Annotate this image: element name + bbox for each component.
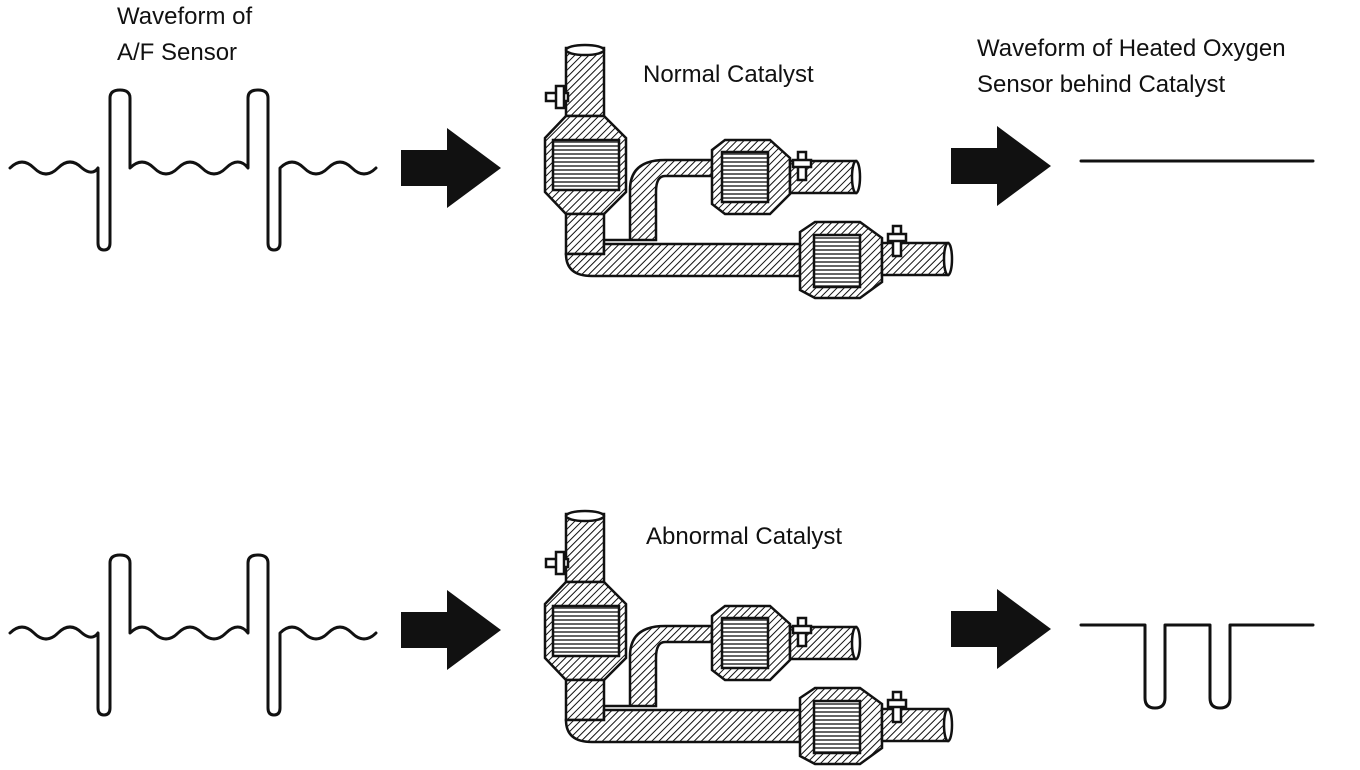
abnormal-catalyst-label: Abnormal Catalyst [646,523,842,550]
af-sensor-waveform-normal [8,88,378,252]
normal-catalyst-label: Normal Catalyst [643,61,814,88]
ho2-waveform-label-line2: Sensor behind Catalyst [977,71,1225,98]
output-arrow-abnormal [951,589,1051,669]
ho2-sensor-waveform-abnormal [1079,623,1315,710]
af-waveform-label-line1: Waveform of [117,3,252,30]
ho2-waveform-label-line1: Waveform of Heated Oxygen [977,35,1286,62]
normal-row: Normal Catalyst [8,43,1315,300]
output-arrow-normal [951,126,1051,206]
af-waveform-label-line2: A/F Sensor [117,39,237,66]
input-arrow-normal [401,128,501,208]
abnormal-row: Abnormal Catalyst [8,509,1315,766]
af-sensor-waveform-abnormal [8,553,378,717]
input-arrow-abnormal [401,590,501,670]
